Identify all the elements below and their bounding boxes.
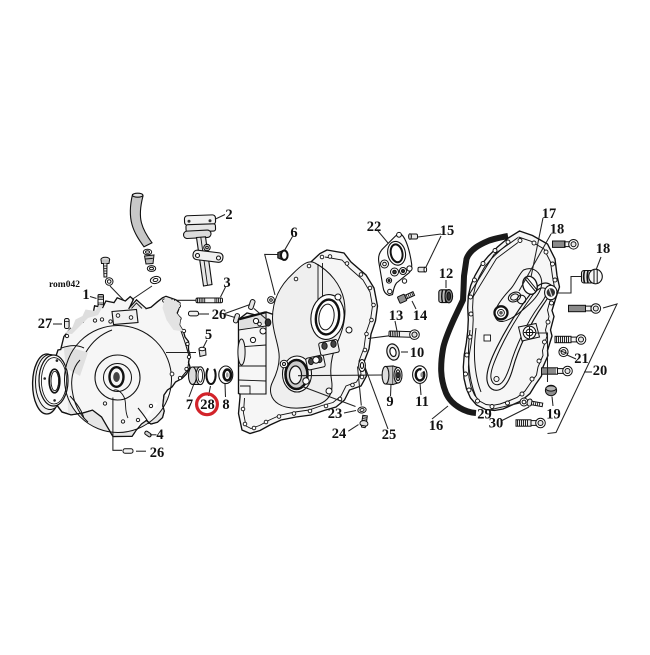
svg-text:21: 21 (574, 351, 589, 367)
svg-text:16: 16 (429, 418, 444, 434)
svg-text:7: 7 (186, 397, 193, 413)
svg-text:12: 12 (439, 266, 454, 282)
svg-text:5: 5 (205, 327, 212, 343)
svg-text:22: 22 (367, 219, 382, 235)
svg-text:11: 11 (415, 394, 429, 410)
svg-text:9: 9 (386, 394, 393, 410)
svg-text:13: 13 (389, 308, 404, 324)
svg-text:14: 14 (413, 308, 428, 324)
svg-text:4: 4 (156, 427, 163, 443)
svg-text:24: 24 (332, 426, 347, 442)
svg-text:10: 10 (410, 345, 425, 361)
svg-text:15: 15 (440, 223, 455, 239)
svg-text:8: 8 (222, 397, 229, 413)
svg-text:2: 2 (225, 207, 232, 223)
svg-text:18: 18 (550, 222, 565, 238)
svg-text:6: 6 (290, 225, 297, 241)
svg-text:19: 19 (546, 407, 561, 423)
svg-text:1: 1 (82, 287, 89, 303)
svg-text:25: 25 (382, 427, 397, 443)
svg-text:23: 23 (328, 406, 343, 422)
svg-text:17: 17 (542, 206, 557, 222)
svg-text:26: 26 (150, 445, 165, 461)
svg-text:20: 20 (593, 363, 608, 379)
svg-text:3: 3 (223, 275, 230, 291)
svg-text:29: 29 (477, 407, 492, 423)
svg-text:27: 27 (38, 316, 53, 332)
svg-text:30: 30 (489, 416, 504, 432)
svg-text:26: 26 (212, 307, 227, 323)
svg-text:18: 18 (596, 241, 611, 257)
svg-text:28: 28 (200, 397, 215, 413)
svg-text:rom042: rom042 (49, 280, 80, 290)
